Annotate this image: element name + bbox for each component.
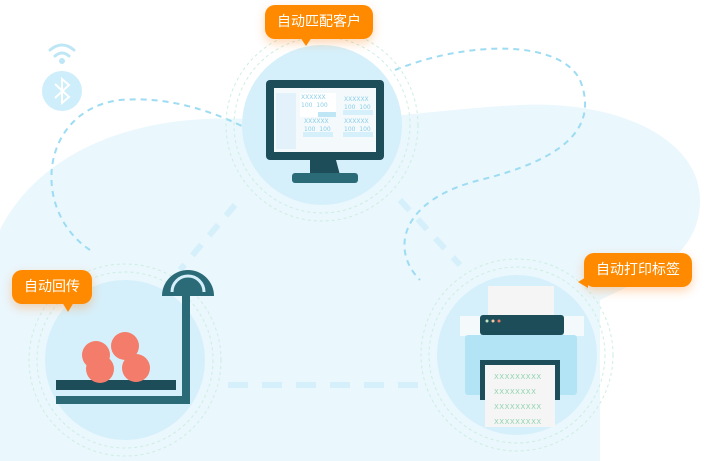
label-auto-print: 自动打印标签 [584, 253, 692, 287]
printed-label: XXXXXXXXX XXXXXXXX XXXXXXXXX XXXXXXXXX [494, 370, 542, 430]
monitor-card-value: 100 [316, 102, 328, 109]
bubble-tail [578, 276, 588, 288]
apples-icon [82, 332, 150, 383]
monitor-card-value: 100 [301, 102, 313, 109]
bluetooth-icon [42, 71, 82, 111]
monitor-card: XXXXXX 100 100 [304, 118, 331, 134]
bubble-tail [300, 37, 312, 46]
monitor-card-value: 100 [344, 126, 356, 133]
connector-dashed [50, 98, 251, 251]
monitor-card: XXXXXX 100 100 [301, 94, 328, 110]
monitor-card: XXXXXX 100 100 [344, 118, 371, 134]
label-match-customer: 自动匹配客户 [265, 5, 373, 39]
connector-dashed [394, 47, 586, 281]
monitor-card-value: 100 [304, 126, 316, 133]
monitor-card-value: 100 [319, 126, 331, 133]
printer-node [420, 258, 614, 452]
label-line: XXXXXXXX [494, 388, 537, 396]
label-line: XXXXXXXXX [494, 403, 542, 411]
label-line: XXXXXXXXX [494, 373, 542, 381]
monitor-card-title: XXXXXX [344, 118, 369, 125]
monitor-card-value: 100 [359, 104, 371, 111]
label-auto-return: 自动回传 [12, 270, 92, 304]
monitor-card-title: XXXXXX [301, 94, 326, 101]
bubble-tail [62, 302, 74, 312]
monitor-card-value: 100 [359, 126, 371, 133]
wifi-icon [48, 43, 76, 64]
monitor-card: XXXXXX 100 100 [344, 96, 371, 112]
monitor-card-title: XXXXXX [344, 96, 369, 103]
label-line: XXXXXXXXX [494, 418, 542, 426]
scale-node [28, 263, 222, 457]
monitor-card-value: 100 [344, 104, 356, 111]
monitor-card-title: XXXXXX [304, 118, 329, 125]
